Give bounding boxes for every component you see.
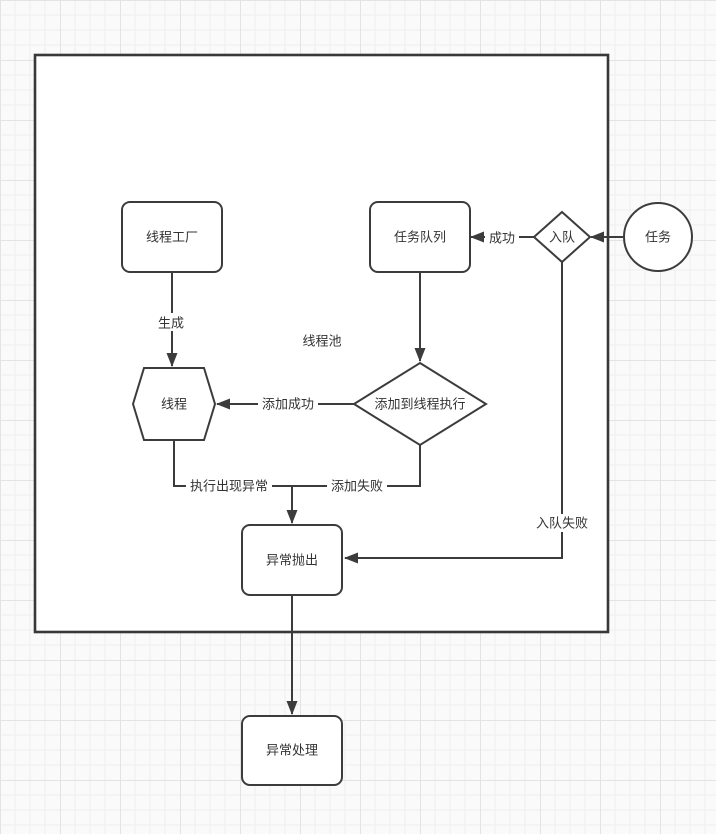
- svg-text:执行出现异常: 执行出现异常: [190, 479, 268, 494]
- edge-labels-layer: 生成 成功 添加成功 执行出现异常 添加失败 入队失败: [154, 229, 592, 532]
- edge-label-enqueue-failure: 入队失败: [532, 514, 592, 532]
- svg-text:添加失败: 添加失败: [331, 479, 383, 494]
- node-thread-label: 线程: [161, 397, 187, 412]
- node-task-queue: 任务队列: [369, 201, 471, 273]
- svg-text:添加成功: 添加成功: [262, 397, 314, 412]
- edge-enqueue-fail-to-exception-thrown: [344, 262, 563, 564]
- node-enqueue: 入队: [532, 210, 592, 264]
- node-thread: 线程: [131, 367, 217, 441]
- edge-label-success: 成功: [485, 229, 519, 247]
- node-add-to-thread-exec-label: 添加到线程执行: [374, 397, 465, 412]
- nodes-layer: 线程工厂 任务队列 入队 任务 线程 添加到线程执行 异常抛出: [121, 201, 693, 786]
- node-enqueue-label: 入队: [549, 230, 575, 245]
- edge-label-execution-exception: 执行出现异常: [186, 477, 272, 495]
- edge-label-generate: 生成: [154, 313, 188, 331]
- edge-label-add-success: 添加成功: [258, 395, 318, 413]
- edge-label-add-failure: 添加失败: [327, 477, 387, 495]
- node-task-label: 任务: [645, 230, 671, 245]
- node-exception-thrown-label: 异常抛出: [266, 553, 318, 568]
- node-exception-handling: 异常处理: [241, 715, 343, 786]
- node-task: 任务: [623, 202, 693, 272]
- node-task-queue-label: 任务队列: [394, 230, 446, 245]
- thread-pool-label: 线程池: [302, 334, 341, 349]
- node-add-to-thread-exec: 添加到线程执行: [352, 361, 488, 447]
- svg-text:入队失败: 入队失败: [536, 516, 588, 531]
- svg-text:成功: 成功: [489, 231, 515, 246]
- node-thread-factory: 线程工厂: [121, 201, 223, 273]
- svg-text:生成: 生成: [158, 316, 184, 331]
- node-exception-handling-label: 异常处理: [266, 743, 318, 758]
- node-exception-thrown: 异常抛出: [241, 524, 343, 596]
- node-thread-factory-label: 线程工厂: [146, 230, 198, 245]
